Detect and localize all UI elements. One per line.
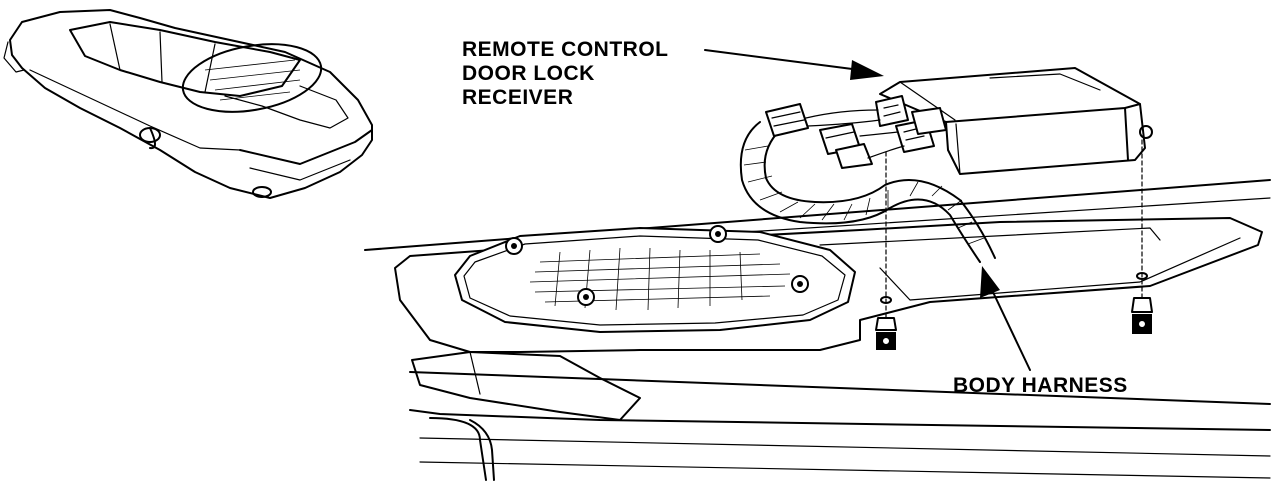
mounting-fasteners <box>875 139 1153 350</box>
receiver-label-line-3: RECEIVER <box>462 86 574 109</box>
car-overview-inset <box>3 9 373 199</box>
rear-shelf-assembly <box>364 179 1271 481</box>
receiver-callout: REMOTE CONTROL DOOR LOCK RECEIVER <box>462 38 669 110</box>
leader-arrows <box>704 49 1031 371</box>
remote-control-door-lock-receiver <box>875 67 1153 175</box>
cover-screws <box>505 225 809 306</box>
receiver-label-line-1: REMOTE CONTROL <box>462 38 669 61</box>
harness-callout: BODY HARNESS <box>953 374 1128 397</box>
receiver-label-line-2: DOOR LOCK <box>462 62 595 85</box>
body-harness <box>739 103 996 263</box>
speaker-grille <box>529 247 791 311</box>
